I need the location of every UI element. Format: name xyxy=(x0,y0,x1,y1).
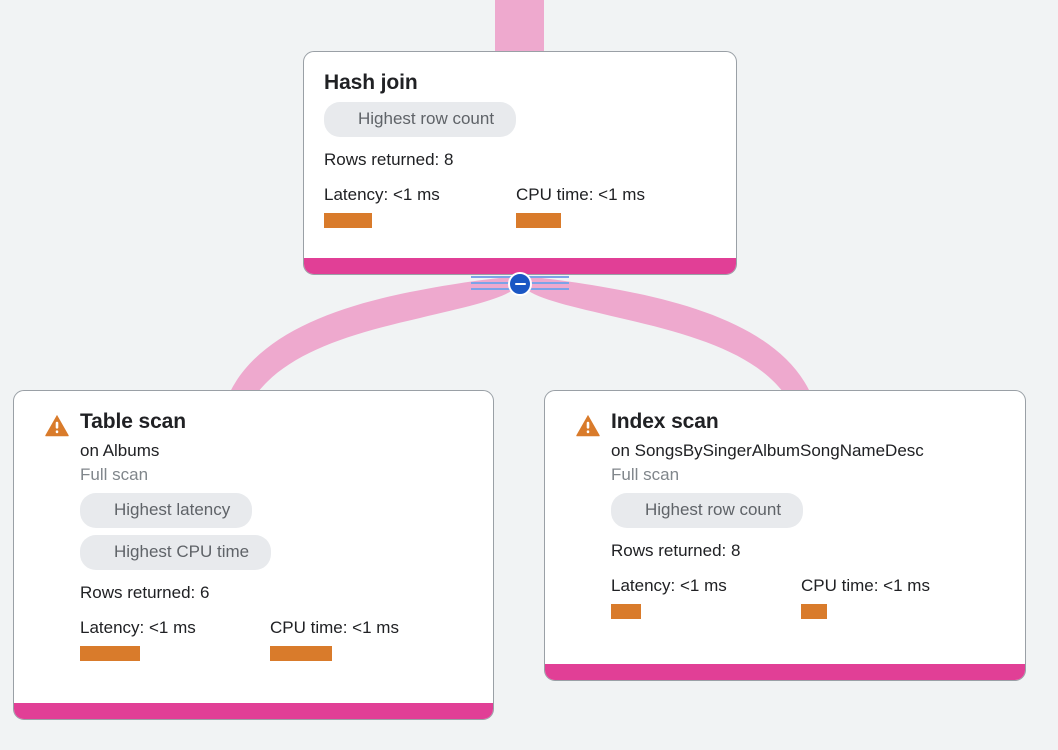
metric-cpu-time-label: CPU time: <1 ms xyxy=(516,185,645,204)
metric-latency-bar xyxy=(611,604,641,619)
rows-returned: Rows returned: 6 xyxy=(80,583,210,602)
node-footer-bar xyxy=(545,664,1025,680)
node-subtitle: on SongsBySingerAlbumSongNameDesc xyxy=(611,441,924,460)
metric-latency-label: Latency: <1 ms xyxy=(80,618,196,637)
plan-node-hash-join[interactable]: Hash join Highest row count Rows returne… xyxy=(303,51,737,275)
node-metrics: Latency: <1 ms CPU time: <1 ms xyxy=(80,617,473,661)
warning-triangle-icon xyxy=(45,414,69,437)
edge-parent-ribbon xyxy=(495,0,544,52)
minus-icon xyxy=(514,282,526,286)
node-scan-type: Full scan xyxy=(80,465,149,484)
metric-latency-label: Latency: <1 ms xyxy=(611,576,727,595)
node-subtitle: on Albums xyxy=(80,441,160,460)
plan-node-index-scan[interactable]: Index scan on SongsBySingerAlbumSongName… xyxy=(544,390,1026,681)
metric-latency-bar xyxy=(80,646,140,661)
warning-triangle-icon xyxy=(576,414,600,437)
collapse-toggle-button[interactable] xyxy=(508,272,532,296)
metric-cpu-time-label: CPU time: <1 ms xyxy=(270,618,399,637)
metric-cpu-time-bar xyxy=(270,646,332,661)
chip-highest-cpu-time[interactable]: Highest CPU time xyxy=(80,535,272,570)
node-metrics: Latency: <1 ms CPU time: <1 ms xyxy=(611,575,1005,619)
node-title: Hash join xyxy=(324,71,418,94)
node-title: Table scan xyxy=(80,410,186,433)
metric-cpu-time-bar xyxy=(516,213,561,228)
metric-cpu-time: CPU time: <1 ms xyxy=(516,184,645,228)
metric-latency-label: Latency: <1 ms xyxy=(324,185,440,204)
node-footer-bar xyxy=(304,258,736,274)
chip-highest-row-count[interactable]: Highest row count xyxy=(324,102,517,137)
node-chips: Highest row count xyxy=(324,102,716,144)
metric-latency: Latency: <1 ms xyxy=(80,617,270,661)
metric-latency: Latency: <1 ms xyxy=(324,184,516,228)
node-scan-type: Full scan xyxy=(611,465,680,484)
edge-to-index-scan xyxy=(524,276,810,392)
node-body: Table scan on Albums Full scan Highest l… xyxy=(14,391,493,671)
node-metrics: Latency: <1 ms CPU time: <1 ms xyxy=(324,184,716,228)
rows-returned: Rows returned: 8 xyxy=(324,150,454,169)
metric-latency: Latency: <1 ms xyxy=(611,575,801,619)
node-footer-bar xyxy=(14,703,493,719)
node-body: Index scan on SongsBySingerAlbumSongName… xyxy=(545,391,1025,629)
plan-node-table-scan[interactable]: Table scan on Albums Full scan Highest l… xyxy=(13,390,494,720)
node-chips: Highest row count xyxy=(611,493,1005,535)
node-title: Index scan xyxy=(611,410,719,433)
chip-highest-latency[interactable]: Highest latency xyxy=(80,493,253,528)
metric-latency-bar xyxy=(324,213,372,228)
metric-cpu-time: CPU time: <1 ms xyxy=(801,575,930,619)
metric-cpu-time-label: CPU time: <1 ms xyxy=(801,576,930,595)
edge-to-table-scan xyxy=(230,276,516,392)
metric-cpu-time: CPU time: <1 ms xyxy=(270,617,399,661)
metric-cpu-time-bar xyxy=(801,604,827,619)
rows-returned: Rows returned: 8 xyxy=(611,541,741,560)
node-chips: Highest latency Highest CPU time xyxy=(80,493,473,577)
chip-highest-row-count[interactable]: Highest row count xyxy=(611,493,804,528)
node-body: Hash join Highest row count Rows returne… xyxy=(304,52,736,238)
